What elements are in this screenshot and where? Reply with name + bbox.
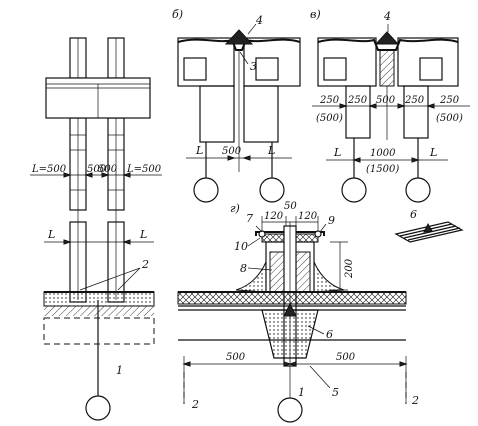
panel-g-callout-2-right: 2 (411, 394, 419, 407)
strip-segments (70, 134, 124, 191)
panel-b-callouts: 4 3 (239, 14, 263, 73)
dim-left-joint: L=500 (31, 164, 67, 175)
panel-v-label: в) (310, 8, 321, 21)
panel-g-span-right: 500 (336, 352, 356, 363)
panel-g-callout-1: 1 (298, 386, 305, 399)
dim-right-joint: L=500 (126, 164, 162, 175)
panel-g-top-mid: 50 (284, 201, 297, 212)
panel-g-span-dims: 500 500 (182, 352, 408, 404)
panel-v-left-inner: 250 (347, 95, 368, 106)
panel-b-dims: L 500 L (186, 144, 292, 161)
panel-g-callout-5: 5 (332, 386, 339, 399)
panel-v-right-inner: 250 (404, 95, 425, 106)
panel-v-slab (317, 31, 459, 87)
panel-g-callout-7: 7 (246, 212, 253, 225)
electrode-a: 1 (85, 300, 123, 421)
panel-g: г) 120 50 120 (177, 201, 419, 423)
panel-b-callout-seal: 3 (250, 60, 257, 73)
panel-g-wedge (261, 302, 319, 359)
panel-b-callout-cover: 4 (255, 14, 263, 27)
panel-g-height: 200 (344, 258, 355, 279)
dim-l-left: L (47, 228, 55, 241)
ground-layers (43, 291, 155, 345)
panel-b-slab (177, 29, 301, 87)
panel-g-callout-9: 9 (328, 214, 335, 227)
panel-b-l-left: L (195, 144, 203, 157)
callout-rebar-label: 2 (141, 258, 149, 271)
panel-v-strips (345, 85, 429, 140)
panel-v-left-outer: 250 (319, 95, 340, 106)
panel-g-height-dim: 200 (330, 241, 355, 291)
panel-v-callout-cover: 4 (383, 10, 391, 23)
panel-g-top-left: 120 (264, 211, 284, 222)
slab-top (45, 77, 151, 119)
panel-g-top-right: 120 (298, 211, 318, 222)
panel-g-label: г) (230, 202, 240, 215)
panel-g-span-left: 500 (226, 352, 246, 363)
panel-b-electrodes (193, 142, 285, 203)
panel-g-electrode (277, 397, 303, 423)
panel-v-dims-bottom: L 1000 (1500) L (326, 146, 448, 175)
panel-g-callout-6: 6 (326, 328, 333, 341)
panel-g-shoulders (235, 261, 345, 293)
panel-b: б) L 500 L 4 3 (172, 8, 301, 203)
dim-l-right: L (139, 228, 147, 241)
panel-v-left-outer-alt: (500) (316, 113, 343, 124)
dim-row-a1: L=500 500 500 L=500 (30, 164, 162, 178)
dim-mid-right: 500 (98, 164, 118, 175)
panel-v-l-right: L (429, 146, 437, 159)
panel-v-l-left: L (333, 146, 341, 159)
electrode-circle-a (85, 395, 111, 421)
panel-v: в) 250 (500) 250 500 250 250 (310, 8, 470, 203)
panel-g-callout-2-left: 2 (191, 398, 199, 411)
panel-v-spacing: 1000 (370, 148, 396, 159)
panel-g-callout-8: 8 (240, 262, 247, 275)
panel-b-label: б) (172, 8, 183, 21)
callout-electrode-label: 1 (116, 364, 123, 377)
panel-v-right-outer-alt: (500) (436, 113, 463, 124)
panel-a: L=500 500 500 L=500 L L 2 (30, 37, 162, 421)
panel-v-right-outer: 250 (439, 95, 460, 106)
panel-v-callouts: 4 (383, 10, 391, 32)
panel-v-electrodes (341, 138, 431, 203)
dim-mid-left: 500 (87, 164, 107, 175)
panel-b-gap: 500 (222, 146, 242, 157)
panel-v-dims-top: 250 (500) 250 500 250 250 (500) (312, 95, 470, 124)
panel-b-l-right: L (267, 144, 275, 157)
panel-g-callout-10: 10 (234, 240, 248, 253)
panel-g-callouts: 7 9 10 8 6 1 5 2 2 (191, 212, 419, 411)
panel-g-road (177, 291, 407, 341)
panel-b-strips (199, 50, 279, 172)
detail-callout-6: 6 (410, 208, 417, 221)
detail-6: 6 (394, 208, 464, 243)
callout-rebar: 2 (79, 258, 149, 291)
panel-v-center: 500 (376, 95, 396, 106)
panel-v-spacing-alt: (1500) (366, 164, 399, 175)
dim-row-a2: L L (44, 228, 154, 245)
